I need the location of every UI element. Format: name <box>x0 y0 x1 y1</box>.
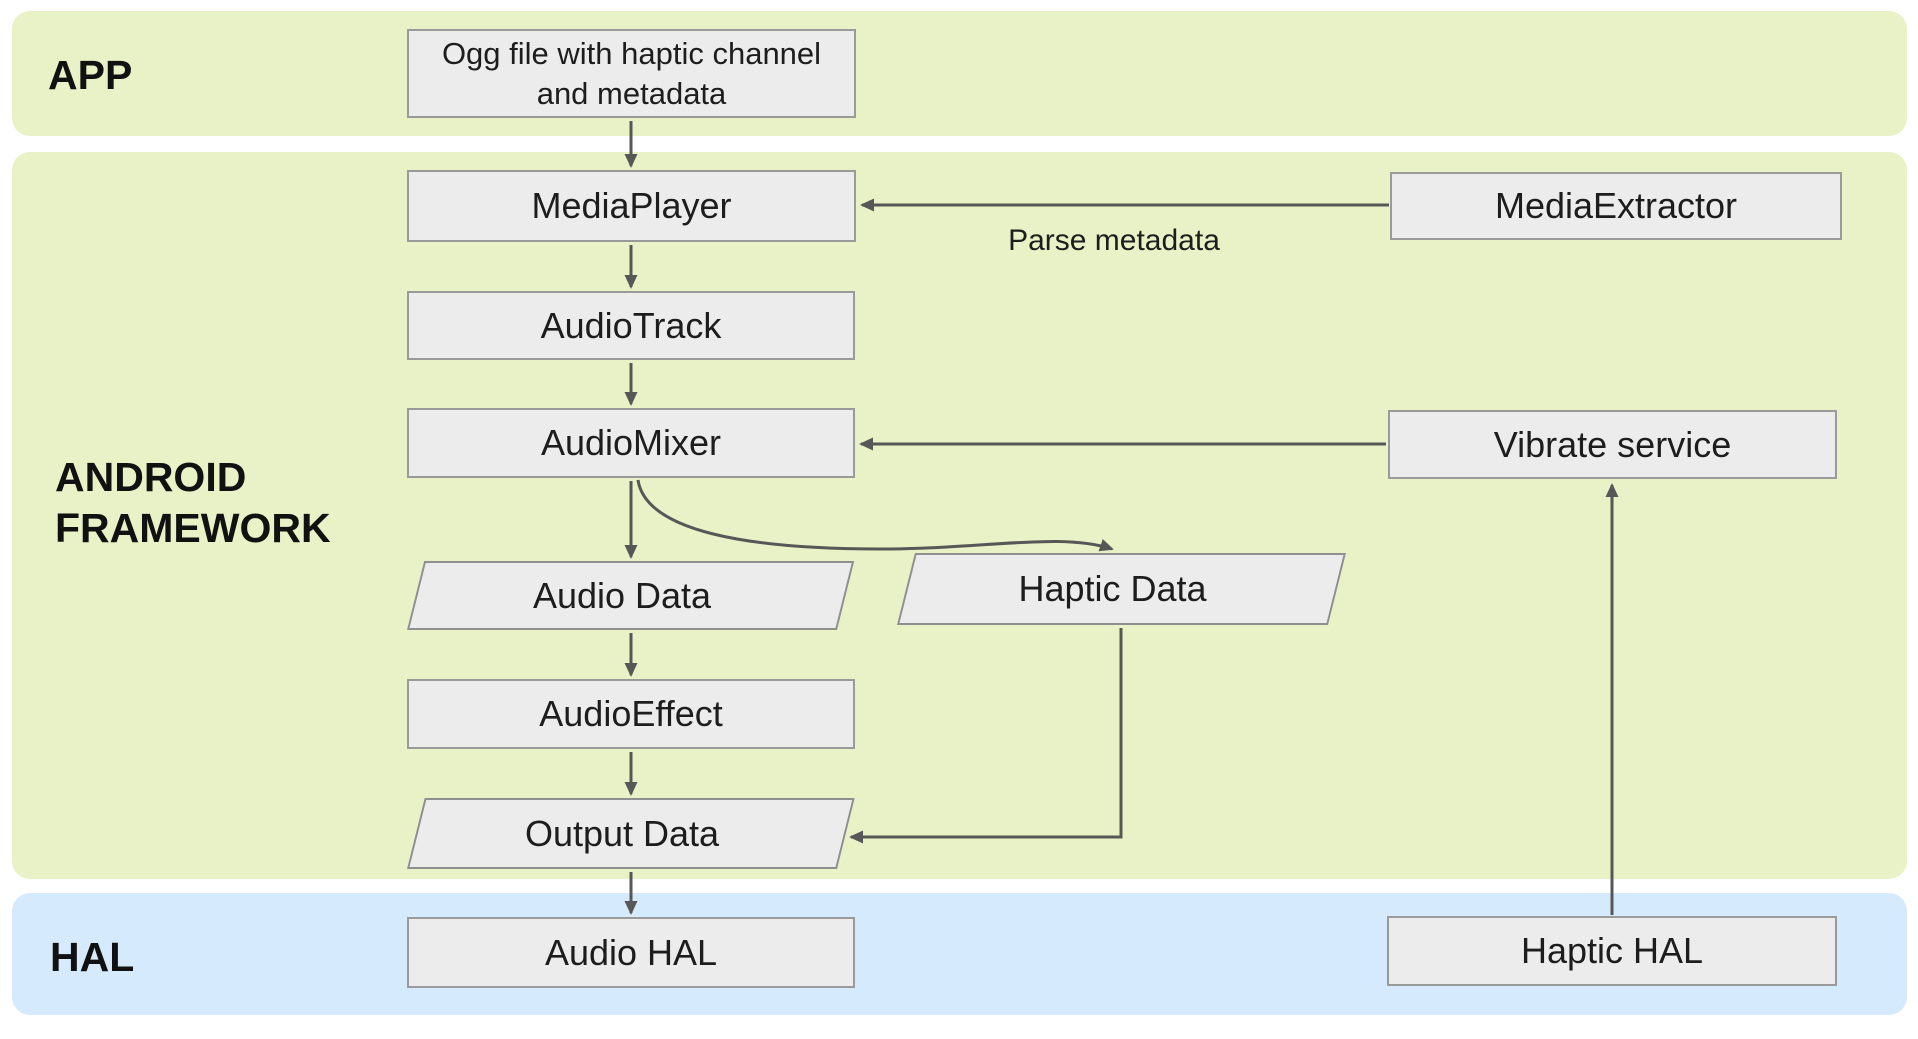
node-haptic-data-label: Haptic Data <box>1018 568 1207 609</box>
node-audio-effect-label: AudioEffect <box>539 693 723 734</box>
node-output-data: Output Data <box>407 798 855 869</box>
node-audio-track: AudioTrack <box>407 291 855 360</box>
node-output-data-label: Output Data <box>524 812 720 854</box>
node-haptic-data: Haptic Data <box>897 553 1346 625</box>
node-audio-hal: Audio HAL <box>407 917 855 988</box>
node-audio-effect: AudioEffect <box>407 679 855 749</box>
node-vibrate-service-label: Vibrate service <box>1493 423 1732 465</box>
band-app <box>12 11 1907 136</box>
band-label-android-framework: ANDROID FRAMEWORK <box>55 454 331 551</box>
edge-label-parse-metadata: Parse metadata <box>1008 224 1220 257</box>
node-audio-track-label: AudioTrack <box>540 304 722 346</box>
node-media-extractor-label: MediaExtractor <box>1494 185 1738 226</box>
band-label-hal: HAL <box>50 934 135 980</box>
node-ogg-file-label: Ogg file with haptic channel and metadat… <box>441 35 822 111</box>
node-audio-hal-label: Audio HAL <box>544 931 718 973</box>
node-media-extractor: MediaExtractor <box>1390 172 1842 240</box>
band-label-app: APP <box>48 52 133 98</box>
node-haptic-hal-label: Haptic HAL <box>1520 930 1704 971</box>
node-audio-data: Audio Data <box>407 561 855 630</box>
node-ogg-file: Ogg file with haptic channel and metadat… <box>407 29 856 118</box>
node-haptic-hal: Haptic HAL <box>1387 916 1837 986</box>
node-media-player-label: MediaPlayer <box>531 185 732 226</box>
node-audio-data-label: Audio Data <box>532 574 712 616</box>
node-audio-mixer: AudioMixer <box>407 408 855 478</box>
node-vibrate-service: Vibrate service <box>1388 410 1837 479</box>
node-audio-mixer-label: AudioMixer <box>540 422 722 463</box>
node-media-player: MediaPlayer <box>407 170 856 242</box>
